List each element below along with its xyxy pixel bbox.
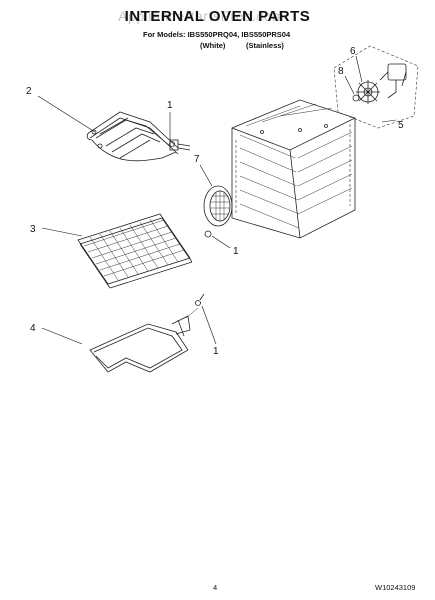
leader-2	[37, 95, 96, 133]
leader-1-lower	[201, 305, 217, 345]
callout-8: 8	[338, 66, 344, 77]
oven-cavity	[231, 99, 356, 239]
leader-8	[344, 75, 355, 95]
variant-stainless-label: (Stainless)	[246, 41, 284, 50]
leader-1-mid	[211, 235, 231, 249]
convection-fan-assembly	[333, 45, 419, 129]
callout-5: 5	[398, 120, 404, 131]
callout-4: 4	[30, 323, 36, 334]
callout-7: 7	[194, 154, 200, 165]
callout-1-upper: 1	[167, 100, 173, 111]
leader-5	[381, 119, 397, 123]
callout-6: 6	[350, 46, 356, 57]
leader-6	[355, 55, 363, 83]
callout-2: 2	[26, 86, 32, 97]
page-number: 4	[213, 583, 218, 592]
leader-3	[41, 227, 83, 237]
broil-element	[86, 111, 191, 162]
fan-cover-screw	[204, 230, 212, 238]
leader-lines	[37, 55, 397, 345]
oven-rack	[77, 213, 193, 289]
callout-numbers: 2 1 3 4 7 1 1 6 8 5	[26, 46, 404, 357]
leader-7	[199, 164, 213, 187]
callout-1-mid: 1	[233, 246, 239, 257]
callout-3: 3	[30, 224, 36, 235]
bake-element-screw	[195, 300, 201, 306]
fan-cover	[203, 185, 233, 238]
broil-element-screw	[169, 141, 175, 147]
page-title: INTERNAL OVEN PARTS	[124, 8, 311, 25]
watermark-text: AppliancePartsPros.com	[118, 8, 285, 24]
fan-nut	[352, 94, 360, 102]
bake-element	[89, 293, 205, 373]
variant-white-label: (White)	[200, 41, 226, 50]
leader-4	[41, 327, 83, 345]
models-line: For Models: IBS550PRQ04, IBS550PRS04	[143, 30, 291, 39]
callout-1-lower: 1	[213, 346, 219, 357]
document-number: W10243109	[375, 583, 416, 592]
